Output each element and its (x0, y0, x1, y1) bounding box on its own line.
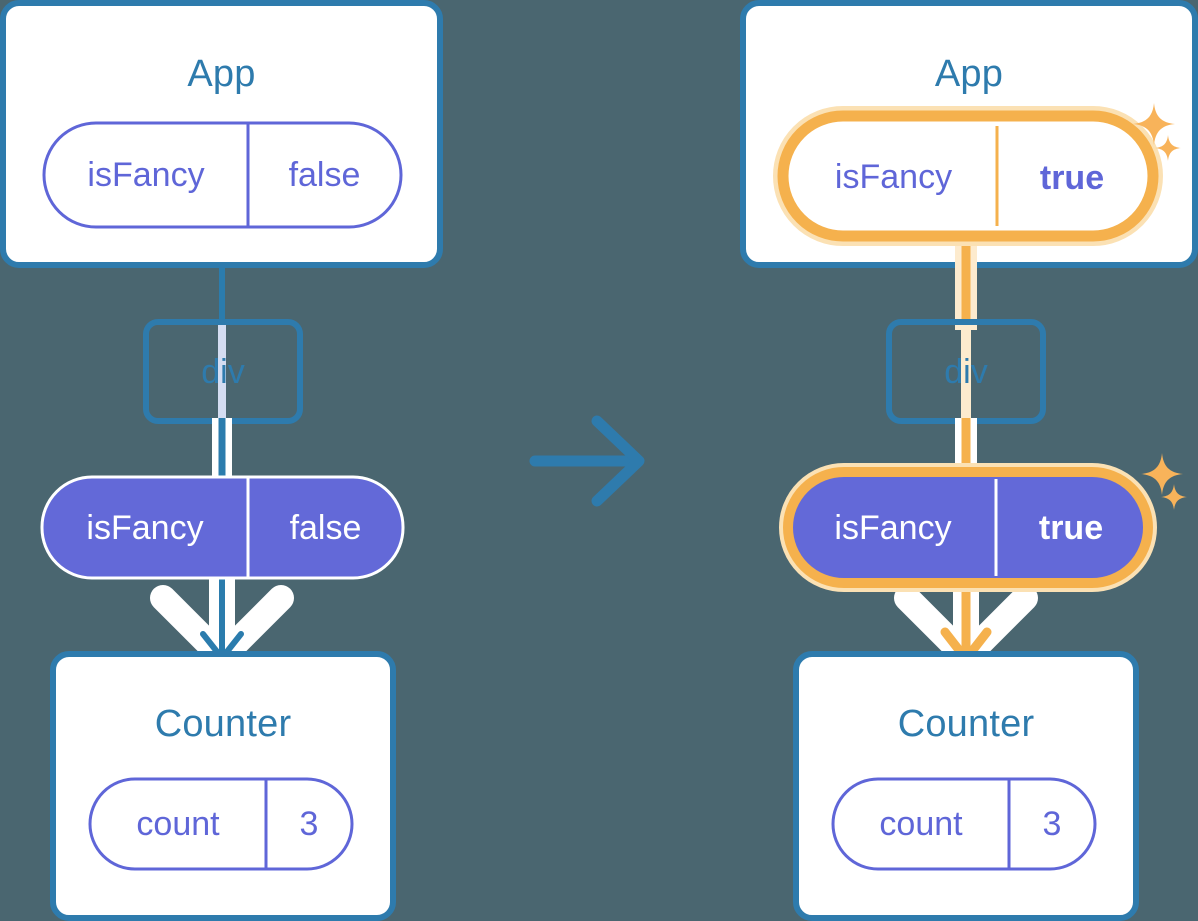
panel-before (0, 0, 443, 921)
counter-state-pill (831, 777, 1097, 871)
app-state-pill-value: true (1039, 159, 1105, 197)
app-state-pill (773, 106, 1163, 246)
app-title: App (934, 53, 1004, 95)
div-label: div (201, 353, 245, 391)
app-state-pill-key: isFancy (87, 156, 205, 194)
panel-after (740, 0, 1198, 921)
app-state-pill-key: isFancy (834, 158, 953, 196)
props-pill-value: true (1038, 509, 1104, 547)
props-pill-key: isFancy (834, 509, 952, 547)
props-pill-value: false (289, 509, 362, 547)
counter-state-pill-key: count (879, 805, 963, 843)
app-state-pill-ring (777, 110, 1159, 242)
app-state-pill-value: false (288, 156, 361, 194)
div-label: div (944, 353, 988, 391)
sparkle-icon-props-large (1141, 453, 1183, 495)
props-pill-ring (783, 467, 1153, 588)
counter-title: Counter (897, 703, 1035, 745)
props-pill-key: isFancy (86, 509, 204, 547)
sparkle-icon-props-small (1161, 484, 1187, 510)
counter-title: Counter (154, 703, 292, 745)
counter-state-pill-key: count (136, 805, 220, 843)
counter-state-pill (88, 777, 354, 871)
app-state-pill (42, 121, 403, 229)
app-title: App (187, 53, 256, 95)
counter-state-pill-value: 3 (299, 805, 319, 843)
transition-arrow-icon (529, 415, 645, 507)
counter-state-pill-value: 3 (1042, 805, 1062, 843)
props-pill (779, 463, 1157, 592)
props-pill (40, 475, 405, 580)
